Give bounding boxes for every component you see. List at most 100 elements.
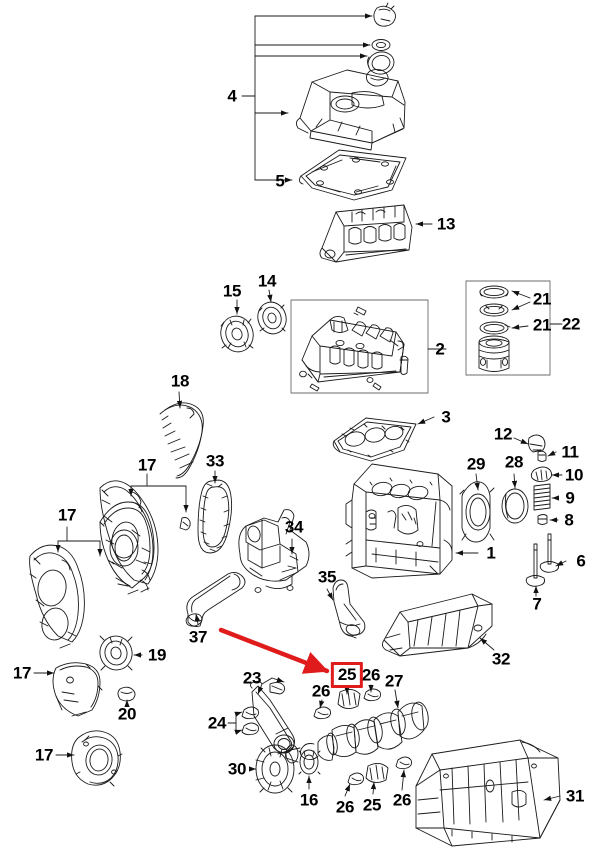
part-timing-cover-lower [52, 662, 103, 717]
callout-label-37: 37 [188, 627, 208, 647]
callout-label-26c: 26 [335, 797, 355, 817]
part-oil-return-tube [185, 571, 246, 627]
callout-label-5: 5 [275, 171, 285, 191]
part-piston-ring-3 [479, 321, 511, 335]
leader-21a [511, 290, 531, 311]
part-filler-neck-grommet [367, 51, 395, 75]
callout-label-2: 2 [435, 339, 445, 359]
callout-label-19: 19 [147, 645, 167, 665]
callout-label-17d: 17 [34, 745, 54, 765]
part-valve-cover-gasket [298, 149, 407, 201]
part-valve-shim [537, 450, 547, 462]
assembly-box-cylinder-head [290, 299, 429, 394]
part-oil-pan [415, 739, 561, 847]
leader-26c [344, 783, 351, 797]
leader-37 [194, 613, 201, 625]
callout-label-6: 6 [576, 551, 586, 571]
callout-label-1: 1 [486, 543, 496, 563]
leader-27 [394, 689, 400, 709]
callout-label-8: 8 [564, 510, 574, 530]
part-cam-sprocket-exhaust [220, 315, 254, 353]
callout-label-7: 7 [532, 594, 542, 614]
callout-label-9: 9 [565, 488, 575, 508]
callout-label-22: 22 [561, 314, 581, 334]
leader-26a [319, 699, 325, 709]
leader-26d [400, 769, 406, 791]
leader-18 [176, 391, 183, 409]
part-timing-cover-mid [99, 480, 159, 595]
part-cover-clip-a [179, 517, 191, 531]
part-main-bearing-b [363, 688, 381, 702]
callout-label-21a: 21 [532, 289, 552, 309]
part-main-bearing-25b [365, 763, 389, 783]
callout-bracket-4 [241, 13, 373, 183]
callout-label-26b: 26 [361, 665, 381, 685]
leader-17b [55, 526, 103, 557]
leader-35 [326, 588, 334, 601]
part-chain-tensioner [99, 635, 133, 671]
part-valve-stem-seal [537, 514, 548, 525]
part-intake-valve [525, 543, 546, 587]
callout-label-31: 31 [565, 786, 585, 806]
callout-label-26d: 26 [392, 790, 412, 810]
part-crank-pulley [255, 744, 295, 794]
part-exhaust-valve [539, 533, 560, 573]
assembly-box-piston [465, 280, 551, 376]
callout-label-29: 29 [466, 454, 486, 474]
part-timing-cover-front [29, 544, 85, 649]
part-main-bearing-25 [337, 689, 361, 709]
part-head-gasket [332, 417, 417, 462]
leader-21b [511, 324, 529, 330]
callout-label-18: 18 [170, 371, 190, 391]
part-timing-cover-rear [71, 730, 123, 787]
callout-label-3: 3 [441, 407, 451, 427]
callout-label-35: 35 [317, 567, 337, 587]
leader-24 [227, 711, 243, 735]
callout-label-21b: 21 [532, 315, 552, 335]
callout-label-24: 24 [207, 713, 227, 733]
part-camshaft-carrier [319, 204, 413, 263]
part-head-bolt-a [353, 306, 367, 316]
part-oil-pickup-tube [332, 579, 366, 639]
callout-label-13: 13 [436, 214, 456, 234]
leader-11 [547, 450, 557, 457]
callout-label-26a: 26 [311, 681, 331, 701]
leader-32 [479, 637, 495, 651]
leader-28 [511, 473, 518, 489]
callout-label-10: 10 [564, 465, 584, 485]
callout-label-23: 23 [242, 668, 262, 688]
part-valve-spring [533, 483, 551, 511]
callout-label-20: 20 [117, 704, 137, 724]
leader-31 [543, 795, 561, 801]
callout-label-14: 14 [257, 271, 277, 291]
leader-3 [417, 416, 435, 425]
part-valve-lifter-detail [399, 355, 409, 375]
part-rear-seal-retainer [459, 481, 495, 543]
part-crank-sprocket [298, 749, 321, 775]
part-crankshaft [285, 701, 429, 764]
part-rod-bearing-upper [241, 706, 259, 720]
leader-6 [555, 560, 567, 567]
part-piston [478, 335, 510, 372]
callout-label-33: 33 [205, 451, 225, 471]
leader-12 [513, 437, 529, 445]
part-piston-ring-2 [479, 303, 509, 317]
part-valve-lifter-cap [528, 434, 546, 453]
part-small-bolt-c [366, 377, 382, 391]
part-oil-baffle [381, 593, 493, 657]
part-oil-cap-seal [371, 39, 391, 51]
callout-label-25-highlighted: 25 [330, 662, 364, 688]
part-spring-retainer [530, 466, 553, 483]
part-engine-block [345, 463, 453, 579]
callout-label-17c: 17 [12, 663, 32, 683]
callout-label-27: 27 [384, 671, 404, 691]
callout-label-4: 4 [227, 86, 237, 106]
callout-label-15: 15 [222, 281, 242, 301]
callout-label-16: 16 [299, 790, 319, 810]
callout-label-17a: 17 [137, 455, 157, 475]
leader-25b [370, 781, 377, 795]
callout-label-28: 28 [504, 452, 524, 472]
leader-29 [474, 473, 480, 491]
part-balance-chain [197, 479, 233, 554]
